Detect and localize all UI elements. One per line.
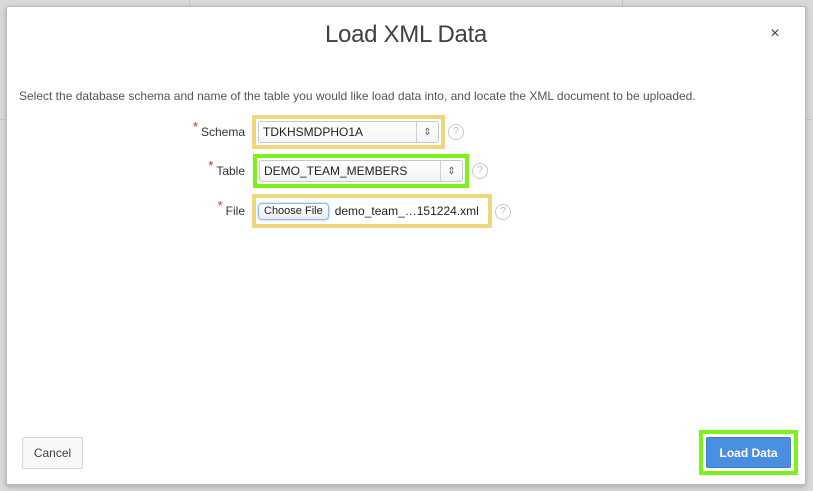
close-icon[interactable]: × — [770, 25, 780, 42]
dialog-title: Load XML Data — [325, 21, 487, 48]
instructions-text: Select the database schema and name of t… — [19, 89, 696, 103]
table-value: DEMO_TEAM_MEMBERS — [264, 164, 408, 178]
table-select[interactable]: DEMO_TEAM_MEMBERS ⇕ — [259, 160, 463, 182]
help-icon[interactable]: ? — [472, 163, 488, 179]
required-icon: * — [192, 118, 198, 134]
file-highlight: Choose File demo_team_…151224.xml — [252, 194, 492, 228]
schema-label-text: Schema — [200, 125, 245, 139]
background-divider — [622, 0, 623, 6]
load-data-highlight: Load Data — [699, 430, 798, 475]
selected-file-name: demo_team_…151224.xml — [334, 204, 479, 218]
required-icon: * — [217, 197, 223, 213]
chevron-up-down-icon: ⇕ — [440, 161, 462, 181]
schema-value: TDKHSMDPHO1A — [263, 125, 364, 139]
load-xml-dialog: Load XML Data × Select the database sche… — [6, 6, 806, 485]
schema-highlight: TDKHSMDPHO1A ⇕ — [252, 115, 445, 149]
file-label-text: File — [225, 204, 245, 218]
schema-select[interactable]: TDKHSMDPHO1A ⇕ — [258, 121, 439, 143]
file-label: * File — [218, 194, 245, 228]
chevron-up-down-icon: ⇕ — [416, 122, 438, 142]
file-row: * File Choose File demo_team_…151224.xml… — [7, 194, 807, 228]
table-highlight: DEMO_TEAM_MEMBERS ⇕ — [253, 154, 469, 188]
cancel-button[interactable]: Cancel — [22, 437, 83, 469]
table-label: * Table — [208, 154, 245, 188]
required-icon: * — [208, 157, 214, 173]
schema-row: * Schema TDKHSMDPHO1A ⇕ ? — [7, 115, 807, 149]
choose-file-button[interactable]: Choose File — [258, 202, 329, 220]
help-icon[interactable]: ? — [495, 204, 511, 220]
table-row: * Table DEMO_TEAM_MEMBERS ⇕ ? — [7, 154, 807, 188]
load-data-button[interactable]: Load Data — [706, 437, 791, 468]
schema-label: * Schema — [193, 115, 245, 149]
background-divider — [189, 0, 190, 6]
help-icon[interactable]: ? — [448, 124, 464, 140]
table-label-text: Table — [216, 164, 245, 178]
